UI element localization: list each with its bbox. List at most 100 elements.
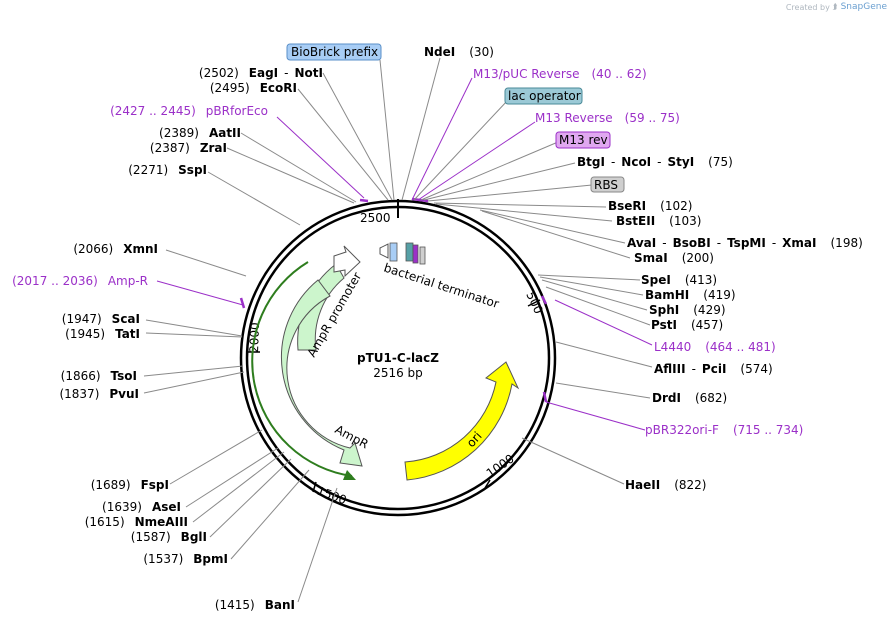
bacterial-terminator-label: bacterial terminator [382, 261, 501, 311]
site-bseri: BseRI(102) [608, 199, 692, 213]
leader-zrai [226, 147, 355, 204]
pbr322ori-primer-mark [542, 391, 548, 403]
leader-afliii [555, 341, 653, 368]
leader-tati [145, 332, 243, 338]
leader-scai [145, 319, 243, 337]
site-bani: (1415)BanI [215, 598, 295, 612]
leader-bpmi [230, 469, 310, 560]
primer-l4440: L4440(464 .. 481) [654, 340, 776, 354]
site-ndei-name: NdeI [424, 45, 455, 59]
l4440-primer-mark [540, 295, 548, 305]
site-zrai: (2387)ZraI [150, 141, 227, 155]
site-afliii: AflIII [654, 362, 686, 376]
primer-m13-puc-reverse: M13/pUC Reverse (40 .. 62) [473, 67, 647, 81]
site-afliii-pcii: AflIII-PciI(574) [654, 362, 773, 376]
leader-psti [545, 286, 651, 326]
leader-bani [297, 487, 338, 603]
site-aatii: (2389)AatII [159, 126, 241, 140]
biobrick-prefix-box [286, 43, 382, 61]
leader-spei [537, 274, 641, 281]
leader-rbs [427, 184, 593, 202]
site-btgi-ncoi-styi: BtgI-NcoI-StyI(75) [577, 155, 733, 169]
leader-lines [143, 57, 653, 603]
ampr-outline-arrowhead [343, 470, 356, 480]
site-btgi: BtgI [577, 155, 605, 169]
lac-operator-label: lac operator [508, 89, 581, 103]
tick-mark-1500 [312, 481, 317, 493]
site-pvui: (1837)PvuI [59, 387, 139, 401]
site-pcii: PciI [702, 362, 727, 376]
ampr-outline-arc [251, 261, 353, 477]
leader-ampr-primer [156, 280, 244, 306]
leader-pvui [143, 371, 245, 394]
site-sspi: (2271)SspI [128, 163, 207, 177]
watermark-prefix: Created by [785, 2, 830, 12]
leader-pbrforeco [276, 116, 365, 199]
site-scai: (1947)ScaI [62, 312, 140, 326]
leader-nmeaiii [192, 451, 285, 523]
site-drdi: DrdI(682) [652, 391, 727, 405]
leader-biobrick [379, 59, 395, 201]
snapgene-logo-icon: ⮭ [832, 2, 838, 11]
watermark-brand: SnapGene [840, 2, 887, 12]
leader-eagi [322, 72, 393, 201]
tick-label-2500: 2500 [360, 211, 391, 225]
site-haeii: HaeII(822) [625, 478, 707, 492]
rbs-label: RBS [594, 178, 618, 192]
tick-mark-1000 [484, 479, 491, 489]
site-tati: (1945)TatI [65, 327, 140, 341]
leader-sspi [207, 171, 301, 226]
leader-m13puc [411, 77, 473, 201]
primer-m13-reverse: M13 Reverse (59 .. 75) [535, 111, 680, 125]
primer-m13-puc-reverse-name: M13/pUC Reverse [473, 67, 580, 81]
site-ndei-pos: (30) [469, 45, 494, 59]
leader-bseri [433, 202, 607, 208]
terminator-small-arrow [379, 243, 389, 259]
site-xmni: (2066)XmnI [73, 242, 158, 256]
site-tspmi: TspMI [727, 236, 766, 250]
leader-sphi [541, 279, 648, 311]
m13-rev-feature [412, 244, 419, 264]
site-eagi-noti: (2502)EagI-NotI [199, 66, 323, 80]
site-xmai: XmaI [782, 236, 816, 250]
primer-amp-r: (2017 .. 2036)Amp-R [12, 274, 148, 288]
site-bsteii: BstEII(103) [616, 214, 701, 228]
biobrick-prefix-feature [389, 242, 398, 262]
site-bgli: (1587)BglI [131, 530, 207, 544]
leader-smai [481, 210, 631, 259]
leader-ndei [401, 57, 441, 201]
site-bsobi: BsoBI [673, 236, 711, 250]
site-sphi: SphI(429) [649, 303, 726, 317]
site-avai-group: AvaI-BsoBI-TspMI-XmaI(198) [627, 236, 863, 250]
leader-ecori [297, 88, 389, 201]
site-ndei: NdeI (30) [424, 45, 494, 59]
snapgene-watermark: Created by ⮭ SnapGene [786, 2, 887, 12]
primer-m13-reverse-range: (59 .. 75) [625, 111, 680, 125]
leader-l4440 [554, 299, 653, 346]
plasmid-size: 2516 bp [373, 366, 423, 380]
rbs-feature [419, 246, 426, 265]
site-fspi: (1689)FspI [91, 478, 169, 492]
leader-aatii [240, 132, 357, 203]
site-asei: (1639)AseI [102, 500, 181, 514]
leader-drdi [555, 382, 651, 399]
site-spei: SpeI(413) [641, 273, 717, 287]
lac-operator-box [504, 87, 583, 105]
leader-bsteii [435, 203, 613, 222]
leader-asei [185, 447, 279, 508]
leader-lacop [413, 99, 509, 201]
leader-m13revbox [420, 141, 559, 201]
primer-pbr322ori-f: pBR322ori-F(715 .. 734) [645, 423, 803, 437]
site-psti: PstI(457) [651, 318, 723, 332]
leader-avai [479, 209, 626, 244]
lac-operator-feature [405, 242, 414, 262]
primer-m13-reverse-name: M13 Reverse [535, 111, 613, 125]
primer-pbrforeco: (2427 .. 2445)pBRforEco [110, 104, 268, 118]
site-nmeaiii: (1615)NmeAIII [85, 515, 188, 529]
m13-rev-box [555, 131, 611, 149]
site-styi: StyI [668, 155, 695, 169]
primer-m13-puc-reverse-range: (40 .. 62) [592, 67, 647, 81]
site-smai: SmaI(200) [634, 251, 714, 265]
site-noti: NotI [295, 66, 324, 80]
